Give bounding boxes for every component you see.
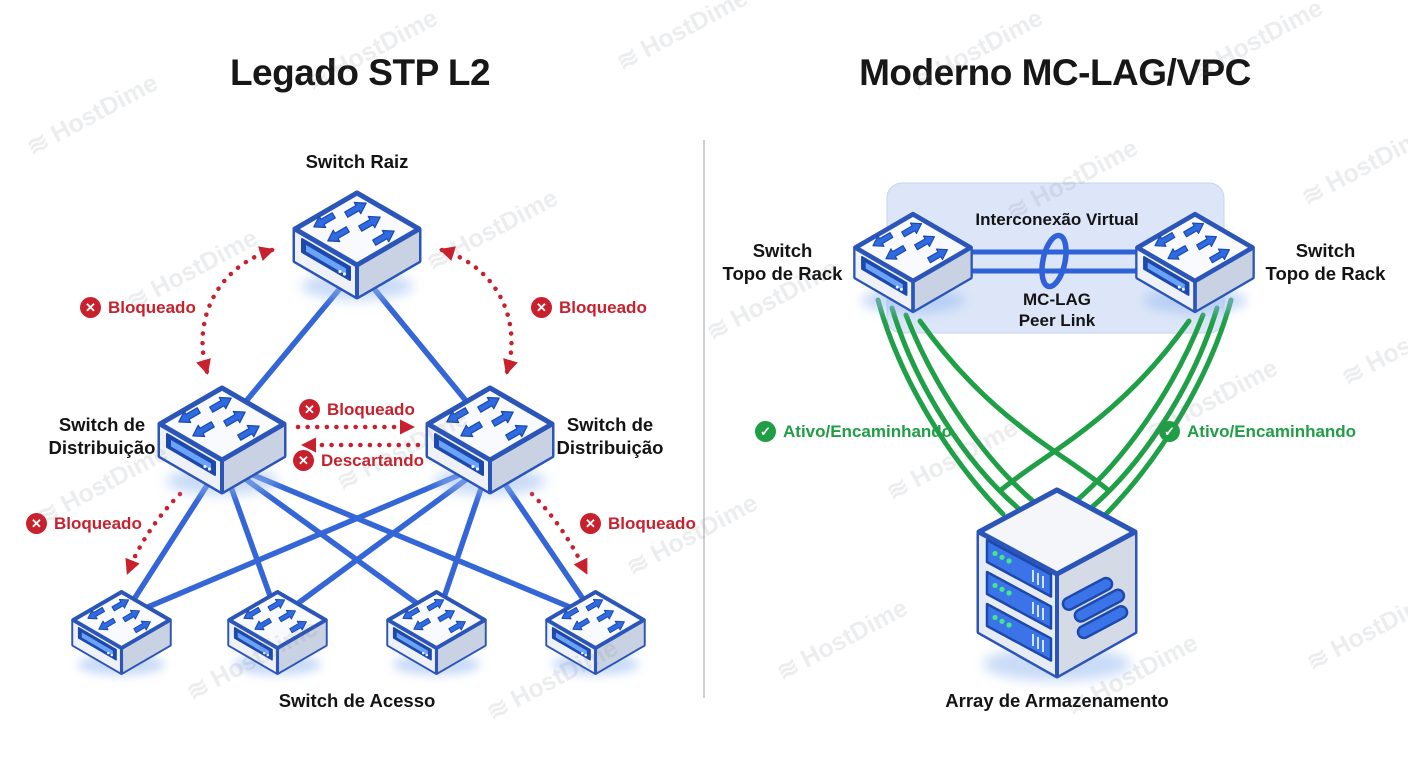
access-switch-3-icon bbox=[388, 592, 485, 675]
mclag-peer-link-label: MC-LAG Peer Link bbox=[1018, 290, 1096, 330]
access-switch-2-icon bbox=[229, 592, 326, 675]
storage-array-icon bbox=[979, 490, 1135, 681]
blocked-x-icon: ✕ bbox=[26, 513, 47, 534]
virtual-interconnect-label: Interconexão Virtual bbox=[975, 210, 1139, 229]
access-switch-label: Switch de Acesso bbox=[278, 690, 436, 711]
root-switch-icon bbox=[295, 193, 419, 300]
check-icon: ✓ bbox=[1159, 421, 1180, 442]
panel-divider bbox=[703, 140, 705, 698]
storage-array-label: Array de Armazenamento bbox=[945, 690, 1169, 711]
root-switch-label: Switch Raiz bbox=[305, 151, 409, 172]
distribution-switch-right-label: Switch de Distribuição bbox=[556, 414, 664, 458]
blocked-x-icon: ✕ bbox=[580, 513, 601, 534]
active-status-left: ✓ Ativo/Encaminhando bbox=[755, 421, 952, 442]
blocked-x-icon: ✕ bbox=[299, 399, 320, 420]
tor-switch-left-label: Switch Topo de Rack bbox=[722, 240, 843, 284]
distribution-switch-left-label: Switch de Distribuição bbox=[48, 414, 156, 458]
mclag-peer-link-lines bbox=[960, 249, 1150, 274]
right-panel-title: Moderno MC-LAG/VPC bbox=[859, 52, 1251, 93]
discarding-status: ✕ Descartando bbox=[293, 450, 424, 471]
blocked-status-middle: ✕ Bloqueado bbox=[299, 399, 415, 420]
blocked-status-top-left: ✕ Bloqueado bbox=[80, 297, 196, 318]
blocked-status-bottom-left: ✕ Bloqueado bbox=[26, 513, 142, 534]
blocked-x-icon: ✕ bbox=[531, 297, 552, 318]
stp-blocked-links bbox=[125, 246, 589, 575]
blocked-x-icon: ✕ bbox=[80, 297, 101, 318]
tor-switch-right-label: Switch Topo de Rack bbox=[1265, 240, 1386, 284]
check-icon: ✓ bbox=[755, 421, 776, 442]
virtual-interconnect-ring bbox=[1039, 232, 1069, 290]
blocked-status-bottom-right: ✕ Bloqueado bbox=[580, 513, 696, 534]
blocked-x-icon: ✕ bbox=[293, 450, 314, 471]
active-status-right: ✓ Ativo/Encaminhando bbox=[1159, 421, 1356, 442]
active-forwarding-links bbox=[875, 297, 1234, 517]
blocked-status-top-right: ✕ Bloqueado bbox=[531, 297, 647, 318]
left-panel-title: Legado STP L2 bbox=[229, 52, 491, 93]
